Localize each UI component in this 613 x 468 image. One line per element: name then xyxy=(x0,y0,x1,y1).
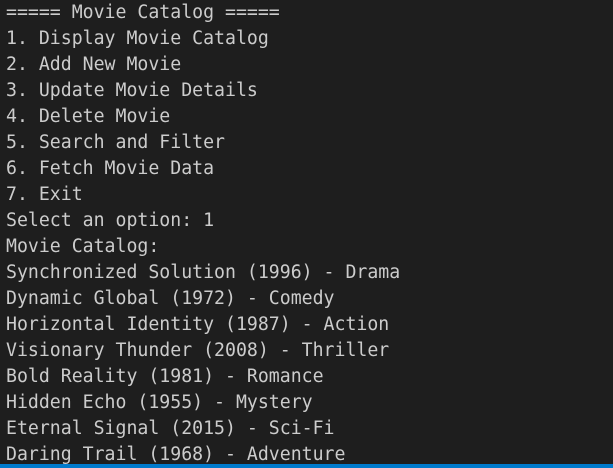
menu-option-delete-movie: 4. Delete Movie xyxy=(6,106,171,127)
movie-list-item: Dynamic Global (1972) - Comedy xyxy=(6,288,335,309)
movie-list-item: Bold Reality (1981) - Romance xyxy=(6,366,324,387)
movie-list-item: Hidden Echo (1955) - Mystery xyxy=(6,392,313,413)
option-prompt: Select an option: 1 xyxy=(6,210,215,231)
menu-option-display-catalog: 1. Display Movie Catalog xyxy=(6,28,269,49)
movie-list-item: Eternal Signal (2015) - Sci-Fi xyxy=(6,418,335,439)
menu-option-search-filter: 5. Search and Filter xyxy=(6,132,225,153)
menu-option-exit: 7. Exit xyxy=(6,184,83,205)
movie-list-item: Horizontal Identity (1987) - Action xyxy=(6,314,390,335)
menu-option-add-movie: 2. Add New Movie xyxy=(6,54,182,75)
status-bar-edge xyxy=(0,464,613,468)
movie-list-item: Synchronized Solution (1996) - Drama xyxy=(6,262,401,283)
menu-option-update-movie: 3. Update Movie Details xyxy=(6,80,258,101)
menu-header: ===== Movie Catalog ===== xyxy=(6,2,280,23)
catalog-heading: Movie Catalog: xyxy=(6,236,160,257)
movie-list-item: Visionary Thunder (2008) - Thriller xyxy=(6,340,390,361)
movie-list-item: Daring Trail (1968) - Adventure xyxy=(6,444,346,465)
menu-option-fetch-data: 6. Fetch Movie Data xyxy=(6,158,215,179)
